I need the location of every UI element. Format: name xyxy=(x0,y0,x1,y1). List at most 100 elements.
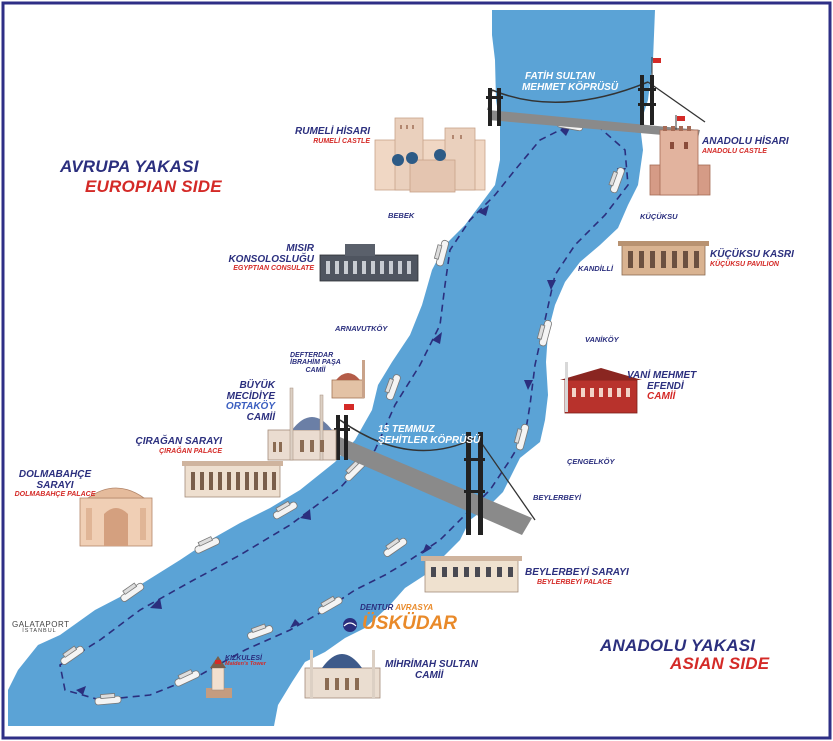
july15-bridge-label: 15 TEMMUZ ŞEHİTLER KÖPRÜSÜ xyxy=(378,424,481,446)
defterdar-l2: İBRAHİM PAŞA xyxy=(290,359,341,367)
ferry-icon xyxy=(247,623,274,640)
july15-bridge-line1: 15 TEMMUZ xyxy=(378,424,435,435)
route-arrows xyxy=(76,126,626,695)
galataport-logo: GALATAPORT İSTANBUL xyxy=(12,620,70,635)
galataport-line2: İSTANBUL xyxy=(22,628,57,635)
dolmabahce-tr2: SARAYI xyxy=(36,479,74,491)
palace-icon xyxy=(421,556,522,593)
vani-l2: EFENDİ xyxy=(647,380,684,392)
district-kandilli: KANDİLLİ xyxy=(578,264,613,273)
bosphorus-strait xyxy=(8,10,655,726)
fsm-bridge-line1: FATİH SULTAN xyxy=(525,71,595,82)
fsm-bridge-line2: MEHMET KÖPRÜSÜ xyxy=(521,81,619,93)
ferry-icon xyxy=(536,319,552,347)
anadolu-en: ANADOLU CASTLE xyxy=(702,147,767,155)
kizkulesi-label: KIZKULESİ Maiden's Tower xyxy=(225,655,266,668)
ortakoy-label: BÜYÜK MECİDİYE ORTAKÖY CAMİİ xyxy=(210,380,275,423)
misir-label: MISIR KONSOLOSLUĞU EGYPTIAN CONSULATE xyxy=(222,243,314,272)
misir-en: EGYPTIAN CONSULATE xyxy=(233,265,314,272)
dentur-text: DENTUR xyxy=(360,603,394,612)
ferry-icon xyxy=(60,645,85,665)
mihrimah-l2: CAMİİ xyxy=(415,669,444,681)
anadolu-tr: ANADOLU HİSARI xyxy=(702,136,789,147)
bridge-icon xyxy=(486,57,706,138)
mosque-icon xyxy=(304,650,381,699)
kizkulesi-tr: KIZKULESİ xyxy=(225,655,262,662)
ortakoy-l1: BÜYÜK xyxy=(239,380,275,391)
ferry-icon xyxy=(433,239,449,267)
ferry-icon xyxy=(174,669,200,687)
mihrimah-label: MİHRİMAH SULTAN CAMİİ xyxy=(385,659,478,681)
ciragan-tr: ÇIRAĞAN SARAYI xyxy=(135,436,222,447)
dolmabahce-tr1: DOLMABAHÇE xyxy=(18,469,92,480)
defterdar-label: DEFTERDAR İBRAHİM PAŞA CAMİİ xyxy=(290,352,341,374)
ortakoy-l3: ORTAKÖY xyxy=(225,401,275,412)
ferry-icon xyxy=(384,374,401,401)
palace-icon xyxy=(79,487,153,547)
tower-icon xyxy=(206,656,232,698)
rumeli-label: RUMELİ HİSARI RUMELİ CASTLE xyxy=(282,126,370,145)
defterdar-l1: DEFTERDAR xyxy=(290,352,334,359)
ferry-icon xyxy=(513,423,529,451)
mosque-icon xyxy=(560,362,642,414)
kizkulesi-en: Maiden's Tower xyxy=(225,661,266,668)
avrasya-text: AVRASYA xyxy=(395,603,434,612)
district-bebek: BEBEK xyxy=(388,211,415,220)
ferry-icon xyxy=(608,167,625,194)
palace-icon xyxy=(319,244,419,282)
vani-l1: VANİ MEHMET xyxy=(627,370,697,381)
july15-bridge-line2: ŞEHİTLER KÖPRÜSÜ xyxy=(378,434,481,446)
dentur-label: DENTUR AVRASYA xyxy=(360,603,434,612)
ferry-icon xyxy=(94,692,122,706)
ferry-icons xyxy=(60,117,625,706)
kucuksu-tr: KÜÇÜKSU KASRI xyxy=(710,249,794,260)
europe-side-tr: AVRUPA YAKASI xyxy=(60,157,199,176)
castle-icon xyxy=(374,117,486,193)
mihrimah-l1: MİHRİMAH SULTAN xyxy=(385,659,478,670)
beylerbeyi-tr: BEYLERBEYİ SARAYI xyxy=(525,567,629,578)
district-arnavutkoy: ARNAVUTKÖY xyxy=(335,324,388,333)
defterdar-l3: CAMİİ xyxy=(305,366,326,374)
castle-icon xyxy=(649,126,711,196)
ortakoy-l4: CAMİİ xyxy=(246,411,275,423)
mosque-icon xyxy=(331,360,365,410)
asia-side-tr: ANADOLU YAKASI xyxy=(600,636,756,655)
dentur-logo-icon xyxy=(343,618,357,632)
rumeli-en: RUMELİ CASTLE xyxy=(313,137,370,145)
palace-icon xyxy=(618,241,709,276)
ferry-icon xyxy=(272,500,298,520)
bridge-icon xyxy=(328,415,536,535)
ferry-icon xyxy=(120,582,145,602)
ferry-icon xyxy=(383,537,408,557)
galataport-line1: GALATAPORT xyxy=(12,620,70,629)
kucuksu-en: KÜÇÜKSU PAVILION xyxy=(710,260,779,268)
ciragan-en: ÇIRAĞAN PALACE xyxy=(159,447,222,455)
flag-icon xyxy=(651,57,661,75)
district-kucuksu: KÜÇÜKSU xyxy=(640,212,678,221)
asia-side-en: ASIAN SIDE xyxy=(670,654,770,673)
ferry-route xyxy=(59,124,629,701)
ciragan-label: ÇIRAĞAN SARAYI ÇIRAĞAN PALACE xyxy=(120,436,222,455)
beylerbeyi-en: BEYLERBEYİ PALACE xyxy=(537,578,612,586)
district-vanikoy: VANİKÖY xyxy=(585,335,619,344)
dolmabahce-en: DOLMABAHÇE PALACE xyxy=(14,491,96,498)
beylerbeyi-label: BEYLERBEYİ SARAYI BEYLERBEYİ PALACE xyxy=(525,567,629,586)
ortakoy-l2: MECİDİYE xyxy=(226,390,275,402)
kucuksu-label: KÜÇÜKSU KASRI KÜÇÜKSU PAVILION xyxy=(710,249,794,268)
mosque-icon xyxy=(267,387,337,461)
vani-label: VANİ MEHMET EFENDİ CAMİİ xyxy=(627,370,697,403)
uskudar-label: ÜSKÜDAR xyxy=(362,613,457,634)
vani-l3: CAMİİ xyxy=(647,391,676,402)
flag-icon xyxy=(675,115,685,132)
dolmabahce-label: DOLMABAHÇE SARAYI DOLMABAHÇE PALACE xyxy=(10,469,100,498)
misir-tr2: KONSOLOSLUĞU xyxy=(228,253,314,265)
palace-icon xyxy=(182,461,283,498)
misir-tr1: MISIR xyxy=(286,243,314,254)
district-beylerbeyi: BEYLERBEYİ xyxy=(533,493,581,502)
anadolu-label: ANADOLU HİSARI ANADOLU CASTLE xyxy=(702,136,789,155)
rumeli-tr: RUMELİ HİSARI xyxy=(295,126,370,137)
fsm-bridge-label: FATİH SULTAN MEHMET KÖPRÜSÜ xyxy=(500,71,620,93)
